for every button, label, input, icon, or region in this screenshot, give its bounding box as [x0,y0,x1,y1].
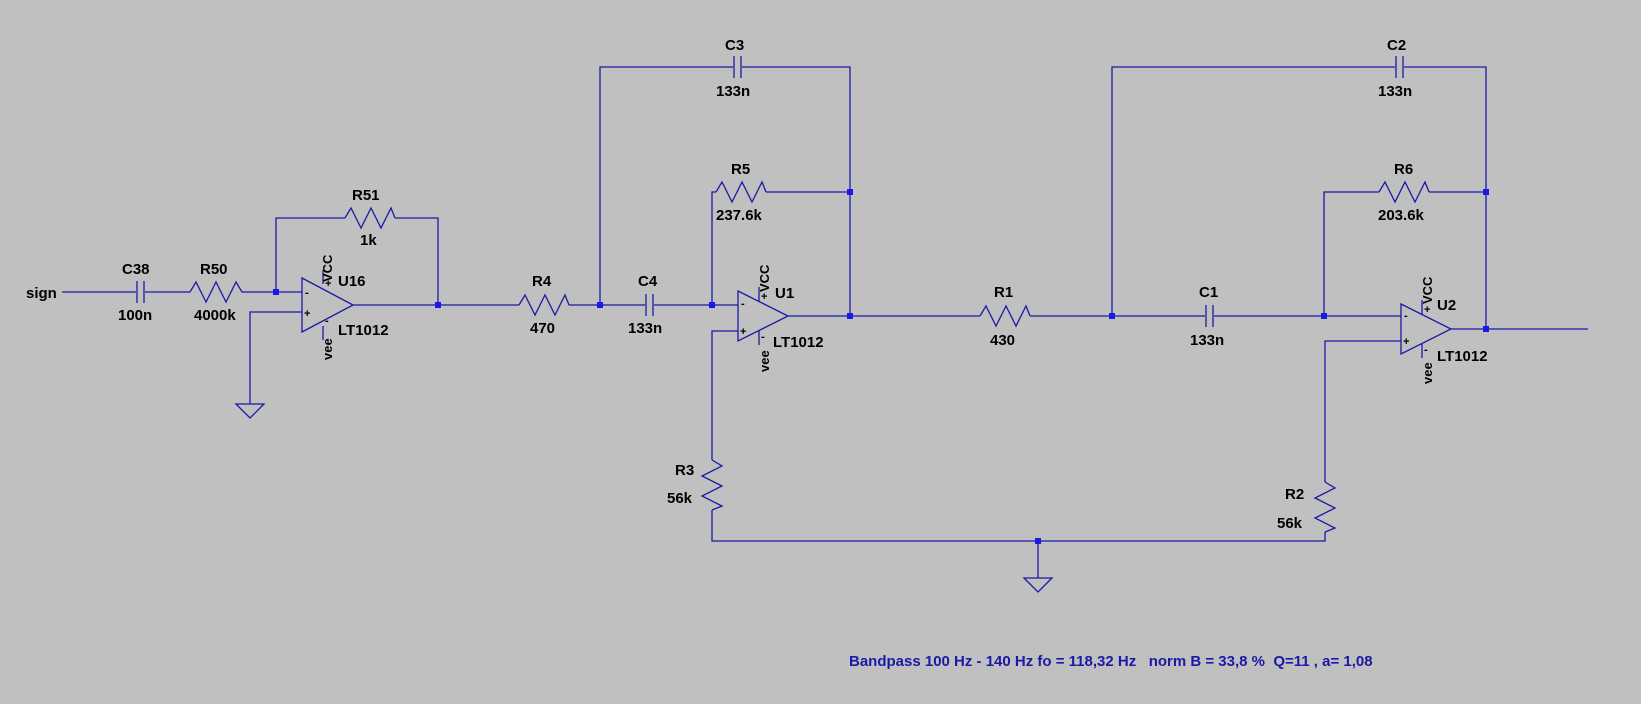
label-U1-vee: vee [757,350,772,372]
junction-dot [1109,313,1115,319]
resistor-R4 [518,293,570,317]
label-C3-value: 133n [716,83,750,100]
label-U2-vee: vee [1420,362,1435,384]
label-C4-name: C4 [638,273,658,290]
opamp-U16: - + + - [301,270,355,340]
junction-dot [709,302,715,308]
resistor-R1 [979,304,1031,328]
junction-dot [597,302,603,308]
label-U2-model: LT1012 [1437,348,1488,365]
junction-dot [273,289,279,295]
label-C2-value: 133n [1378,83,1412,100]
opamp-U2: - + + - [1400,300,1453,358]
svg-text:-: - [741,298,745,310]
svg-text:-: - [1404,310,1408,322]
wires [62,66,1588,578]
svg-text:+: + [304,308,310,320]
resistor-R50 [189,280,246,304]
capacitor-C38 [136,281,145,303]
label-C4-value: 133n [628,320,662,337]
resistor-R2 [1313,481,1337,533]
ground-symbol [1022,577,1054,593]
label-U16-name: U16 [338,273,366,290]
label-R5-value: 237.6k [716,207,763,224]
label-U16-vcc: VCC [320,254,335,282]
resistor-R6 [1378,180,1430,204]
junctions [273,189,1489,544]
junction-dot [1321,313,1327,319]
junction-dot [1483,189,1489,195]
label-R3-value: 56k [667,490,693,507]
svg-text:-: - [1424,344,1428,356]
svg-text:+: + [1424,304,1430,316]
label-R2-name: R2 [1285,486,1304,503]
label-R6-name: R6 [1394,161,1413,178]
label-C38-name: C38 [122,261,150,278]
label-R5-name: R5 [731,161,750,178]
label-U1-vcc: VCC [757,264,772,292]
label-U1-name: U1 [775,285,794,302]
junction-dot [847,313,853,319]
label-R4-value: 470 [530,320,555,337]
label-R4-name: R4 [532,273,552,290]
resistor-R51 [344,206,396,230]
label-U16-model: LT1012 [338,322,389,339]
junction-dot [435,302,441,308]
capacitor-C1 [1205,305,1214,327]
label-C2-name: C2 [1387,37,1406,54]
filter-spec-note: Bandpass 100 Hz - 140 Hz fo = 118,32 Hz … [849,653,1373,670]
svg-text:-: - [325,315,329,327]
label-U2-name: U2 [1437,297,1456,314]
svg-text:-: - [305,287,309,299]
label-R51-value: 1k [360,232,377,249]
svg-text:+: + [325,278,331,290]
label-R1-value: 430 [990,332,1015,349]
ground-symbol [234,403,266,419]
svg-text:-: - [761,331,765,343]
label-C1-name: C1 [1199,284,1218,301]
label-R50-name: R50 [200,261,228,278]
label-U1-model: LT1012 [773,334,824,351]
capacitor-C3 [733,56,742,78]
svg-text:+: + [761,291,767,303]
label-C1-value: 133n [1190,332,1224,349]
resistor-R5 [715,180,767,204]
label-R3-name: R3 [675,462,694,479]
label-U16-vee: vee [320,338,335,360]
label-R2-value: 56k [1277,515,1303,532]
label-C3-name: C3 [725,37,744,54]
label-R1-name: R1 [994,284,1013,301]
label-R51-name: R51 [352,187,380,204]
svg-text:+: + [740,326,746,338]
svg-text:+: + [1403,336,1409,348]
capacitor-C2 [1395,56,1404,78]
junction-dot [1035,538,1041,544]
label-U2-vcc: VCC [1420,276,1435,304]
label-R50-value: 4000k [194,307,236,324]
capacitor-C4 [645,294,654,316]
junction-dot [847,189,853,195]
resistor-R3 [700,459,724,511]
label-C38-value: 100n [118,307,152,324]
input-net-label: sign [26,285,57,302]
junction-dot [1483,326,1489,332]
label-R6-value: 203.6k [1378,207,1425,224]
opamp-U1: - + + - [737,287,790,345]
